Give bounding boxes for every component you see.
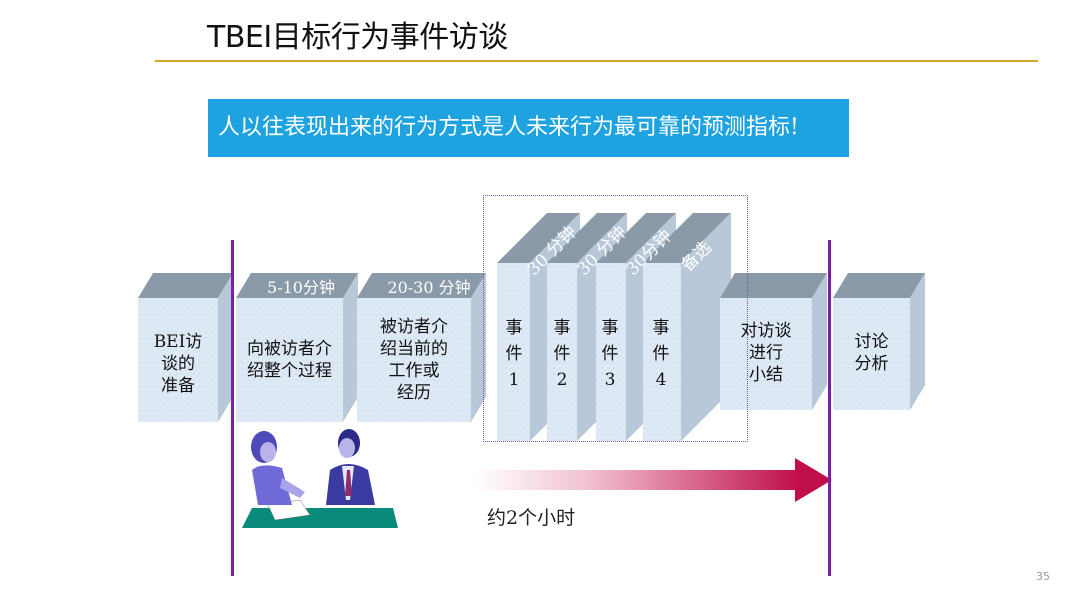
step-2-label: 向被访者介绍整个过程 — [247, 339, 332, 381]
discussion-label: 讨论分析 — [854, 332, 889, 374]
step-block-intro — [236, 273, 358, 422]
step-block-discussion — [833, 273, 925, 410]
step-block-event-4 — [643, 213, 731, 441]
key-principle-banner: 人以往表现出来的行为方式是人未来行为最可靠的预测指标! — [208, 99, 849, 157]
page-number: 35 — [1036, 570, 1050, 583]
summary-label: 对访谈进行小结 — [740, 321, 792, 385]
step-1-label: BEI访谈的准备 — [153, 332, 203, 396]
timeline-end-line — [828, 240, 831, 576]
step-block-current-work — [357, 273, 486, 422]
duration-arrow — [475, 458, 832, 502]
title-divider — [155, 60, 1038, 62]
step-block-summary — [720, 273, 827, 410]
timeline-start-line — [231, 240, 234, 576]
step-block-bei-prep — [138, 273, 233, 422]
step-3-duration: 20-30 分钟 — [387, 278, 471, 297]
events-group-outline — [483, 195, 748, 442]
step-3-label: 被访者介绍当前的工作或经历 — [380, 317, 448, 403]
step-2-duration: 5-10分钟 — [267, 278, 335, 297]
two-people-meeting-icon — [242, 429, 398, 528]
slide-title: TBEI目标行为事件访谈 — [207, 20, 508, 55]
total-duration-label: 约2个小时 — [487, 507, 576, 529]
